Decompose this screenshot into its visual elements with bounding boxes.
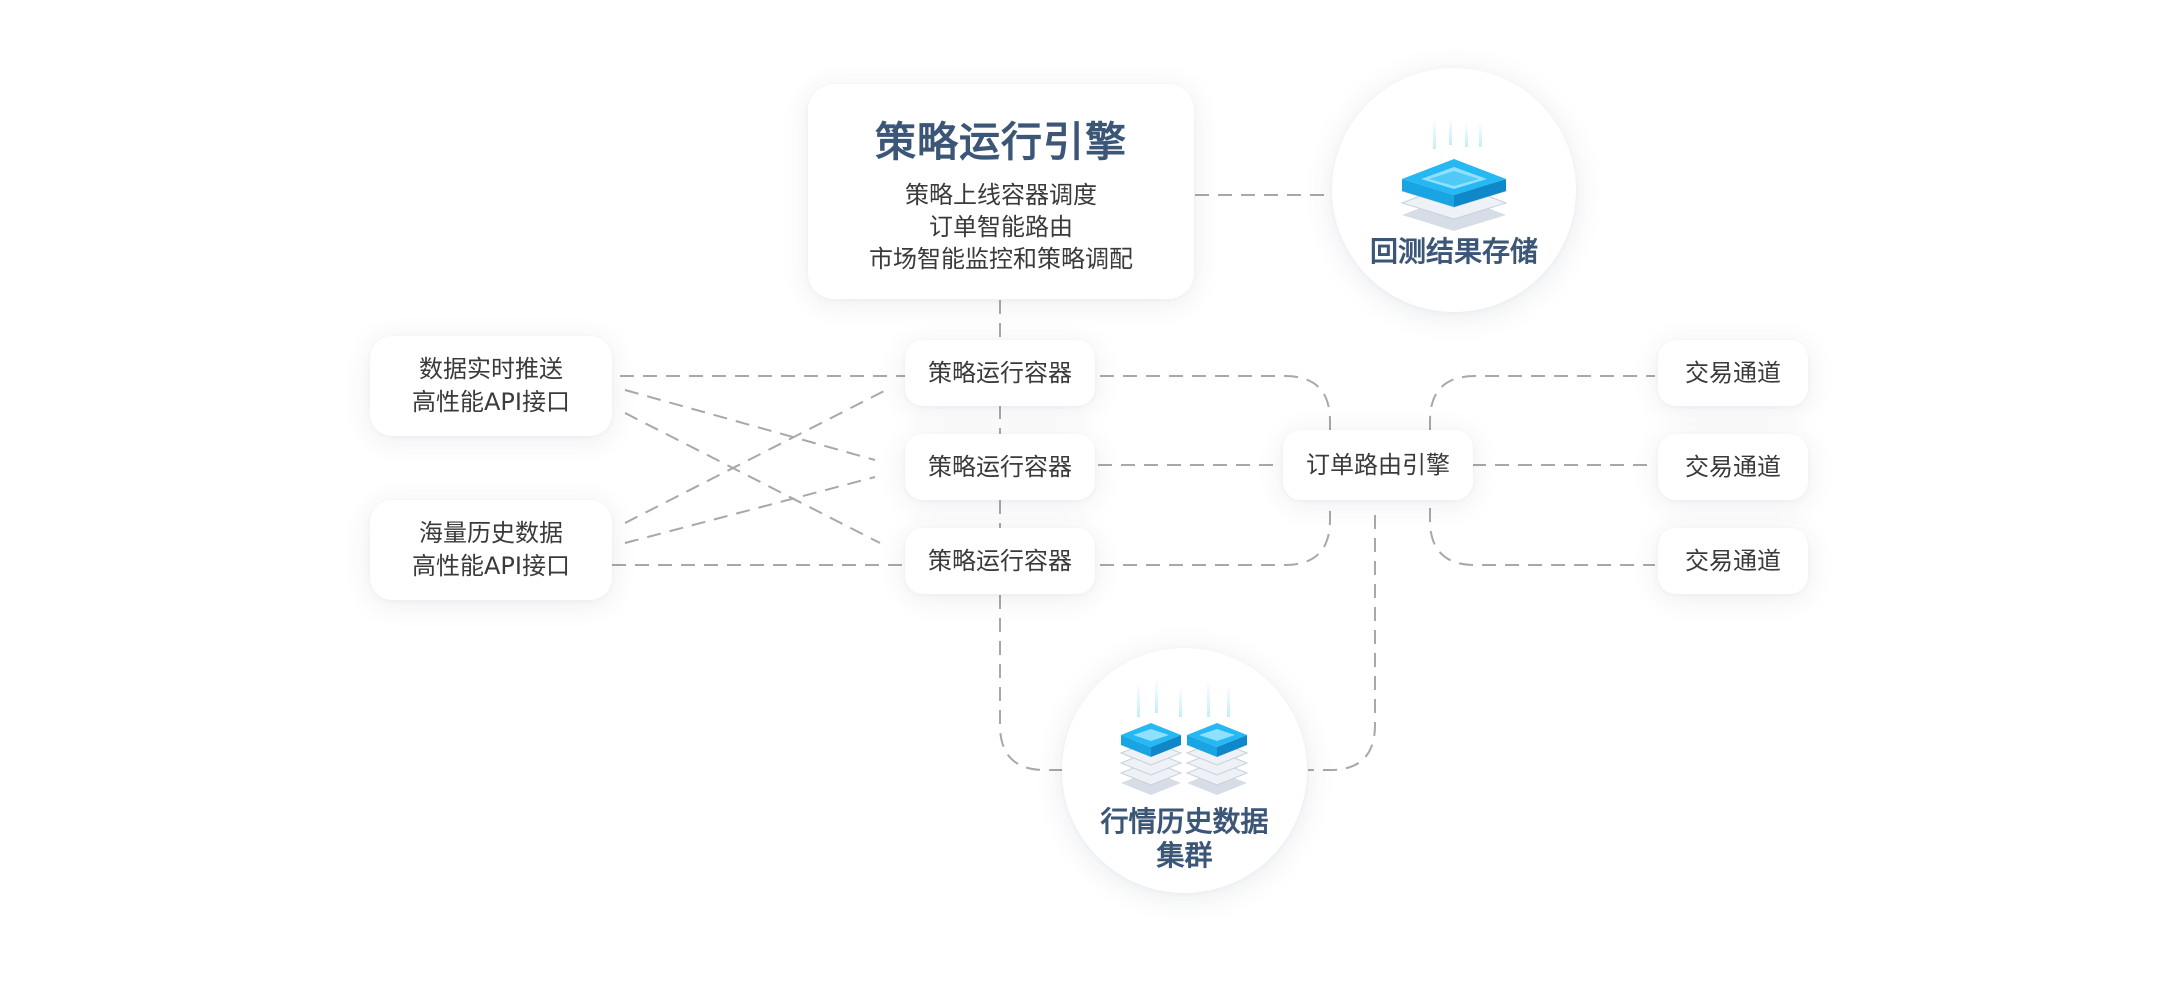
strategy-container: 策略运行容器 — [905, 340, 1095, 406]
connector-source1-container2 — [624, 389, 876, 461]
connector-router-cluster — [1308, 515, 1376, 771]
source-realtime-api: 数据实时推送 高性能API接口 — [370, 336, 612, 436]
connector-container1-router — [1100, 375, 1331, 430]
trading-channel: 交易通道 — [1658, 528, 1808, 594]
source-history-api: 海量历史数据 高性能API接口 — [370, 500, 612, 600]
trading-channel: 交易通道 — [1658, 340, 1808, 406]
server-cluster-icon — [1115, 678, 1255, 797]
source-line: 海量历史数据 — [419, 519, 563, 547]
engine-line: 市场智能监控和策略调配 — [869, 244, 1133, 273]
connector-source1-container3 — [624, 412, 881, 544]
strategy-container: 策略运行容器 — [905, 528, 1095, 594]
router-label: 订单路由引擎 — [1306, 450, 1450, 479]
channel-label: 交易通道 — [1685, 358, 1781, 387]
container-label: 策略运行容器 — [928, 358, 1072, 387]
history-cluster-label: 集群 — [1156, 838, 1213, 872]
trading-channel: 交易通道 — [1658, 434, 1808, 500]
connector-source2-container1 — [624, 387, 891, 524]
backtest-storage-label: 回测结果存储 — [1369, 235, 1538, 268]
backtest-storage-node: 回测结果存储 — [1332, 68, 1576, 312]
source-line: 高性能API接口 — [412, 552, 570, 580]
container-label: 策略运行容器 — [928, 546, 1072, 575]
history-cluster-node: 行情历史数据 集群 — [1062, 648, 1307, 893]
strategy-engine-card: 策略运行引擎 策略上线容器调度 订单智能路由 市场智能监控和策略调配 — [808, 84, 1194, 299]
strategy-container: 策略运行容器 — [905, 434, 1095, 500]
channel-label: 交易通道 — [1685, 546, 1781, 575]
container-label: 策略运行容器 — [928, 452, 1072, 481]
channel-label: 交易通道 — [1685, 452, 1781, 481]
source-line: 数据实时推送 — [419, 355, 563, 383]
engine-line: 订单智能路由 — [929, 212, 1073, 241]
history-cluster-label: 行情历史数据 — [1100, 804, 1269, 838]
order-router-engine: 订单路由引擎 — [1283, 430, 1473, 500]
connector-container3-router — [1100, 508, 1331, 566]
source-line: 高性能API接口 — [412, 388, 570, 416]
server-stack-icon — [1389, 117, 1519, 231]
connector-router-channel1 — [1429, 375, 1655, 430]
engine-line: 策略上线容器调度 — [905, 180, 1097, 209]
engine-title: 策略运行引擎 — [875, 117, 1127, 166]
connector-source2-container2 — [624, 476, 876, 544]
connector-router-channel3 — [1429, 508, 1655, 566]
connector-container-cluster — [999, 595, 1062, 771]
